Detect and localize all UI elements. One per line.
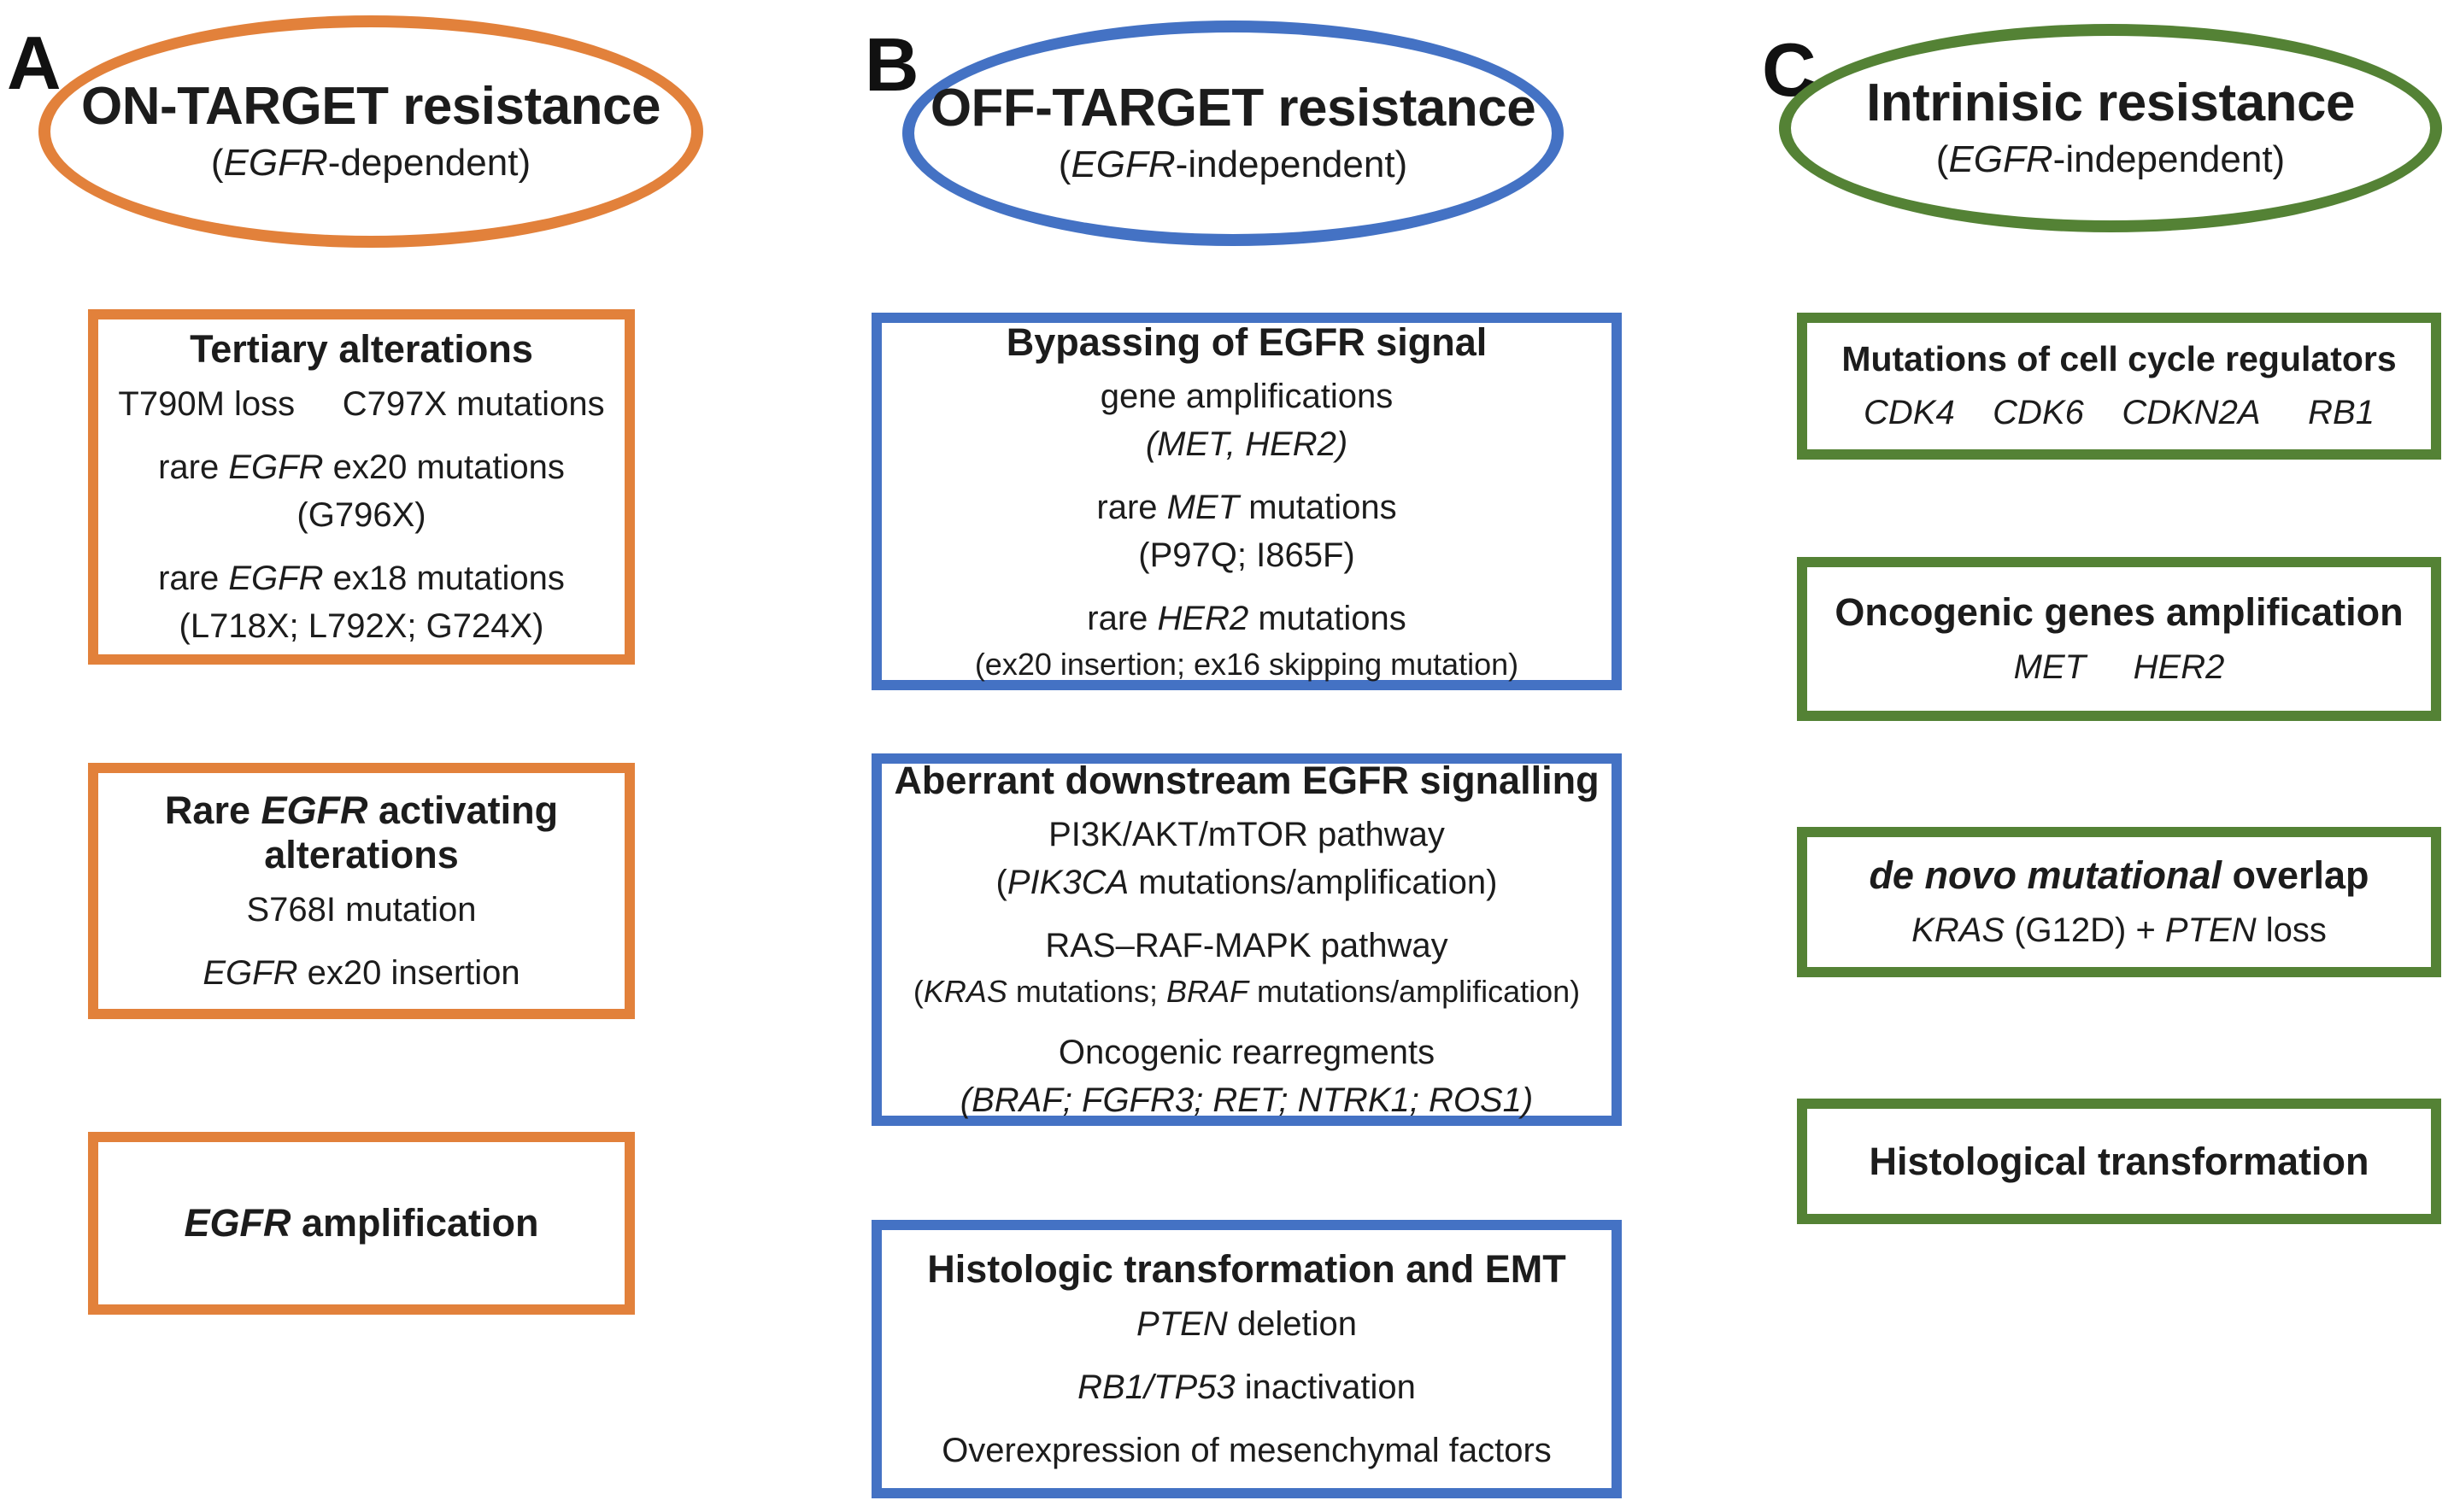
box-line: (ex20 insertion; ex16 skipping mutation) (974, 647, 1519, 683)
box-line: (MET, HER2) (1145, 425, 1348, 464)
panel-c-ellipse-subtitle: (EGFR-independent) (1935, 138, 2286, 181)
box-egfr-amplification: EGFR amplification (88, 1132, 635, 1315)
box-line: PTEN deletion (1136, 1304, 1357, 1343)
box-line: (G796X) (296, 495, 426, 534)
box-line: rare EGFR ex20 mutations (158, 448, 565, 486)
box-title: Tertiary alterations (190, 327, 533, 372)
box-title: Mutations of cell cycle regulators (1841, 339, 2397, 379)
box-line: RAS–RAF-MAPK pathway (1045, 927, 1448, 965)
box-title: Histologic transformation and EMT (927, 1247, 1566, 1292)
panel-b-ellipse-header: OFF-TARGET resistance (EGFR-independent) (902, 21, 1564, 246)
box-line: (L718X; L792X; G724X) (179, 607, 544, 645)
box-line: rare EGFR ex18 mutations (158, 559, 565, 597)
panel-b-ellipse-subtitle: (EGFR-independent) (1058, 144, 1408, 186)
box-line: S768I mutation (246, 890, 477, 929)
panel-b-ellipse-title: OFF-TARGET resistance (930, 79, 1536, 138)
box-line: CDK4 CDK6 CDKN2A RB1 (1864, 393, 2375, 431)
box-histologic-transformation-and-emt: Histologic transformation and EMT PTEN d… (872, 1220, 1622, 1498)
panel-c-ellipse-header: Intrinisic resistance (EGFR-independent) (1779, 24, 2442, 232)
box-line: PI3K/AKT/mTOR pathway (1048, 816, 1445, 854)
box-line: EGFR ex20 insertion (203, 953, 520, 992)
box-line: (BRAF; FGFR3; RET; NTRK1; ROS1) (960, 1081, 1534, 1120)
box-line: T790M loss C797X mutations (118, 384, 605, 423)
panel-b-label: B (865, 22, 919, 107)
box-line: gene amplifications (1100, 378, 1394, 416)
box-title: Bypassing of EGFR signal (1006, 319, 1488, 364)
box-title: EGFR amplification (184, 1201, 539, 1245)
box-title: Oncogenic genes amplification (1835, 590, 2404, 635)
box-line: Overexpression of mesenchymal factors (942, 1431, 1552, 1469)
box-oncogenic-genes-amplification: Oncogenic genes amplification MET HER2 (1797, 557, 2441, 721)
box-mutations-of-cell-cycle-regulators: Mutations of cell cycle regulators CDK4 … (1797, 313, 2441, 460)
panel-a-label: A (7, 21, 62, 105)
box-line: rare HER2 mutations (1087, 600, 1406, 638)
panel-a-ellipse-subtitle: (EGFR-dependent) (210, 142, 531, 185)
panel-a-ellipse-header: ON-TARGET resistance (EGFR-dependent) (38, 15, 703, 248)
box-bypassing-of-egfr-signal: Bypassing of EGFR signal gene amplificat… (872, 313, 1622, 690)
box-line: rare MET mutations (1096, 489, 1397, 527)
box-aberrant-downstream-egfr-signalling: Aberrant downstream EGFR signalling PI3K… (872, 753, 1622, 1126)
box-title: Rare EGFR activating alterations (164, 788, 559, 876)
panel-a-ellipse-title: ON-TARGET resistance (81, 77, 660, 137)
box-line: (P97Q; I865F) (1138, 536, 1355, 575)
box-line: (PIK3CA mutations/amplification) (995, 864, 1498, 902)
box-rare-egfr-activating-alterations: Rare EGFR activating alterations S768I m… (88, 763, 635, 1019)
panel-c-ellipse-title: Intrinisic resistance (1866, 73, 2355, 133)
box-line: (KRAS mutations; BRAF mutations/amplific… (913, 974, 1581, 1010)
box-title: de novo mutational overlap (1869, 853, 2369, 898)
box-tertiary-alterations: Tertiary alterations T790M loss C797X mu… (88, 309, 635, 665)
box-line: KRAS (G12D) + PTEN loss (1911, 911, 2327, 949)
box-line: Oncogenic rearregments (1058, 1034, 1435, 1072)
box-line: RB1/TP53 inactivation (1077, 1368, 1416, 1406)
box-title: Aberrant downstream EGFR signalling (894, 758, 1600, 802)
box-title: Histological transformation (1869, 1139, 2369, 1183)
box-line: MET HER2 (2013, 648, 2225, 686)
box-histological-transformation: Histological transformation (1797, 1099, 2441, 1224)
box-de-novo-mutational-overlap: de novo mutational overlap KRAS (G12D) +… (1797, 827, 2441, 977)
